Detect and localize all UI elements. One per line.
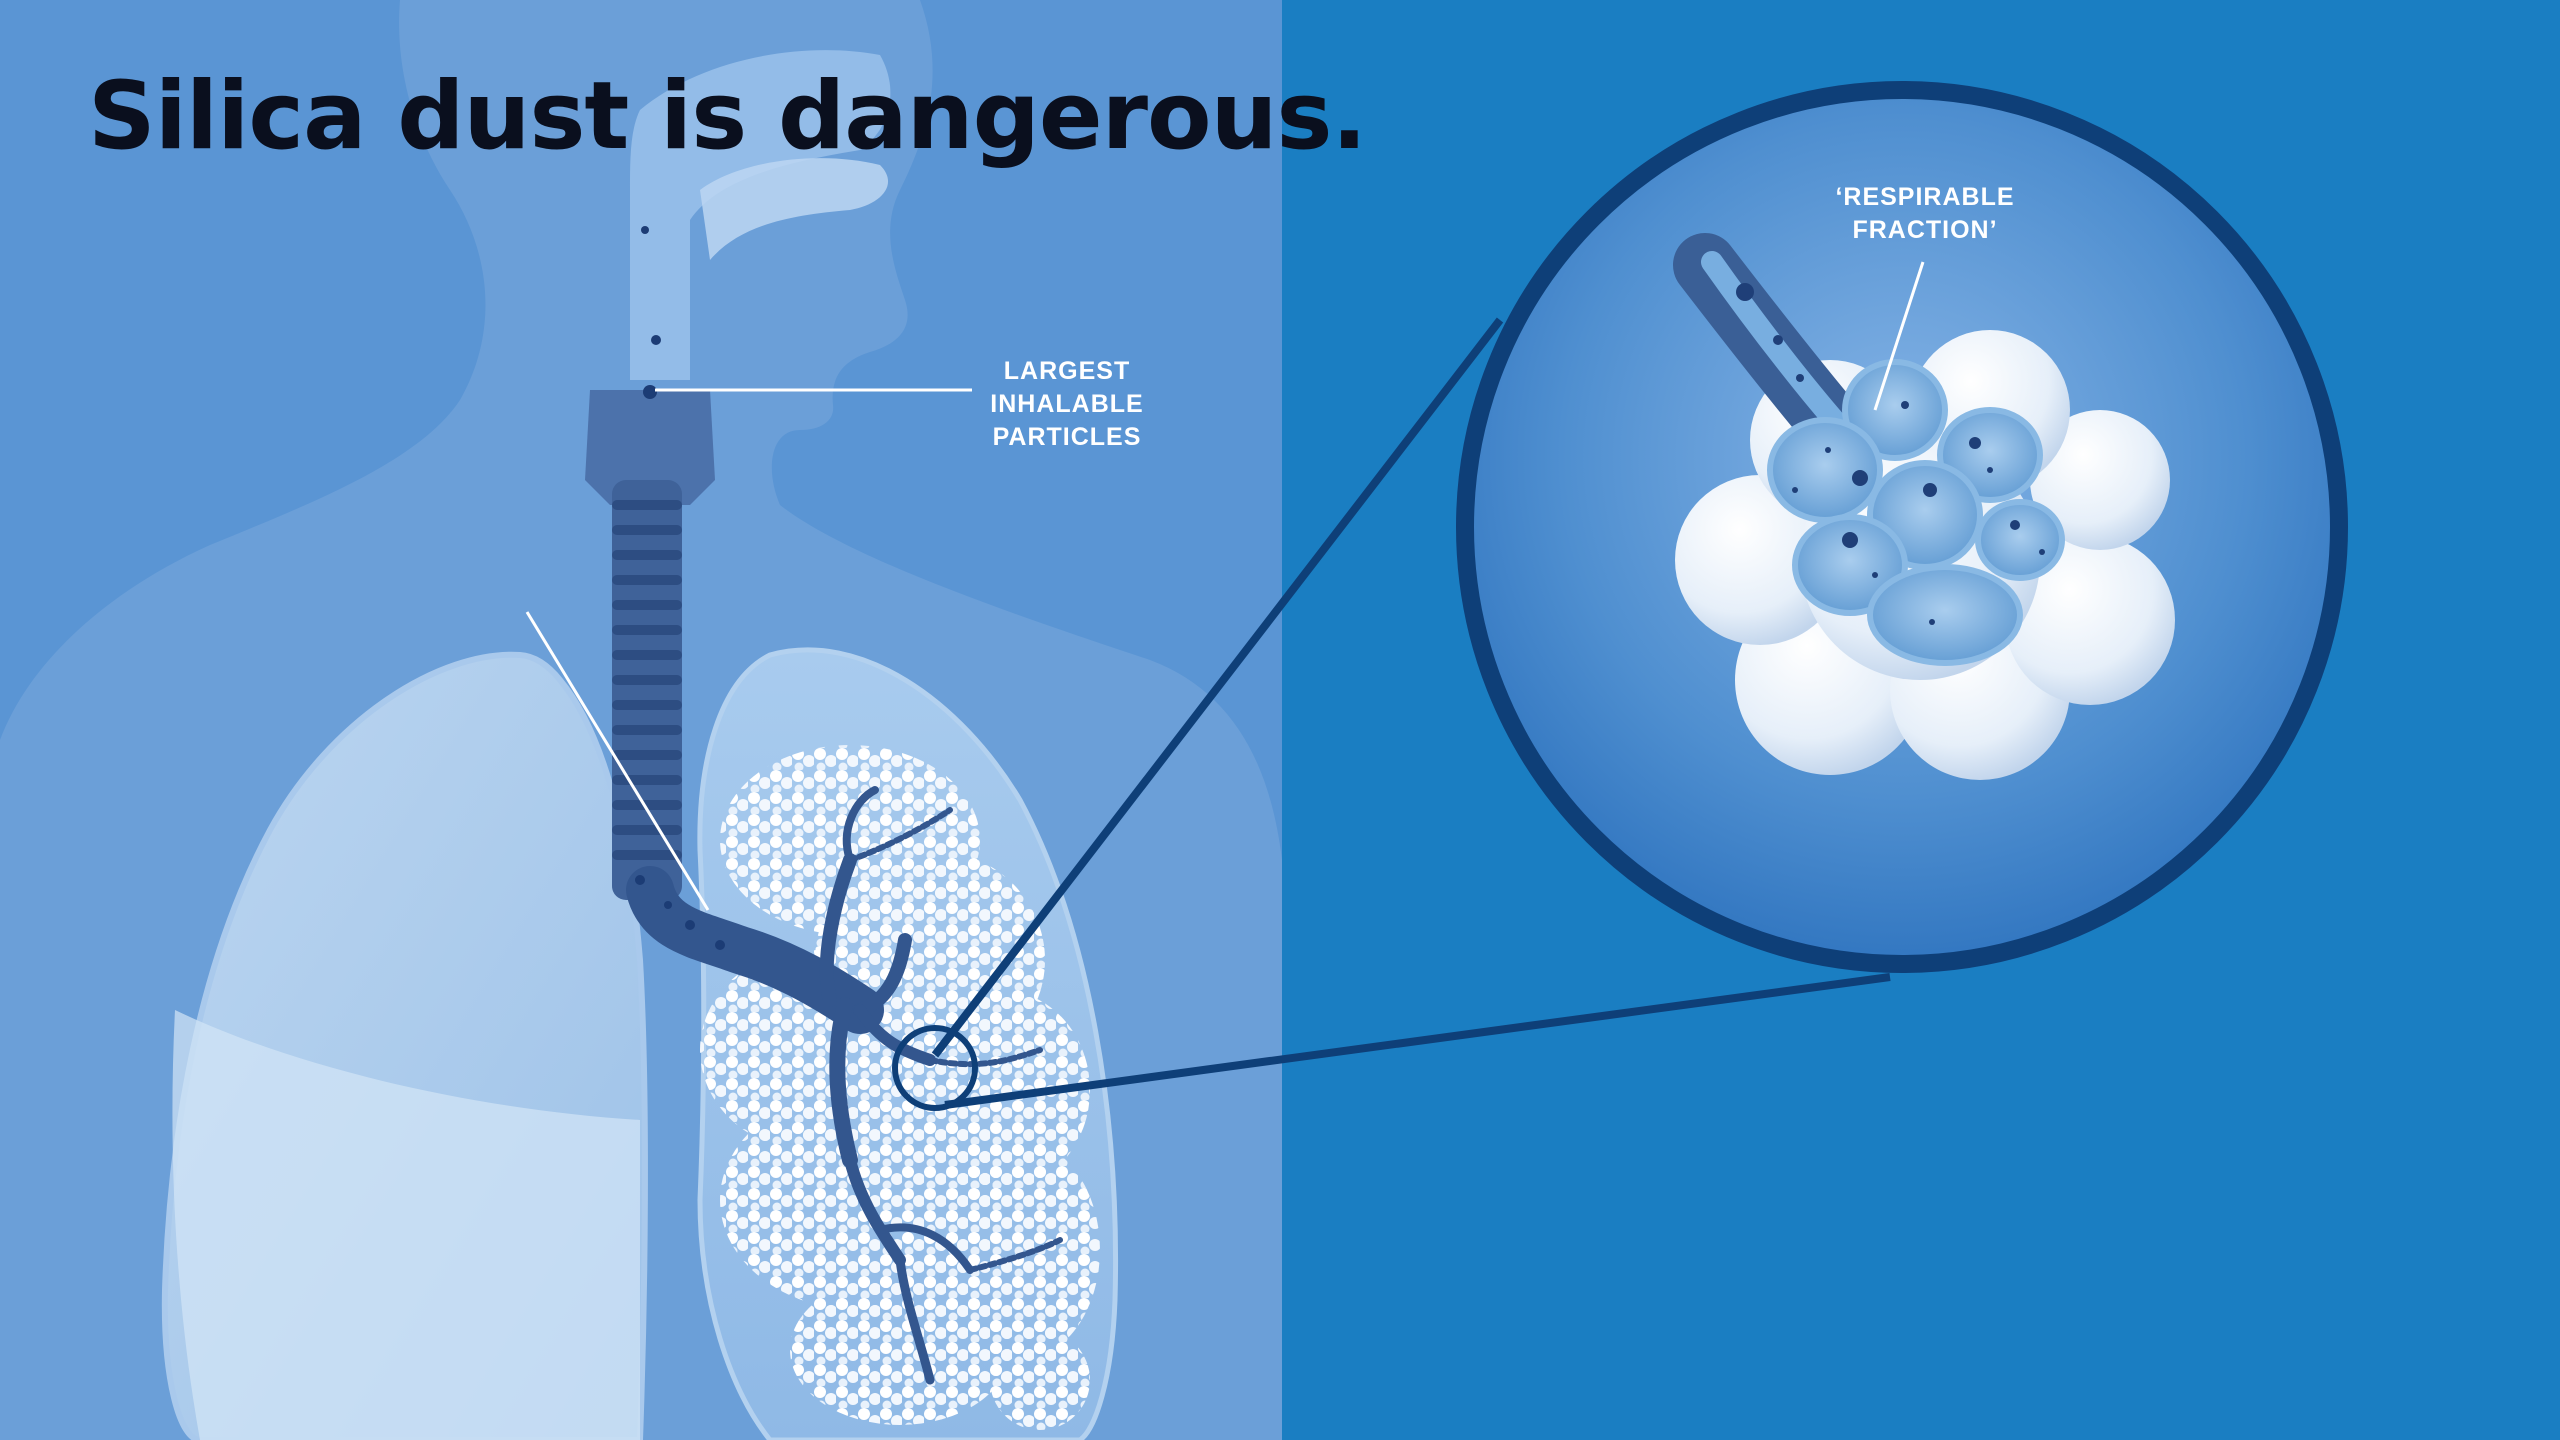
label-line: ‘RESPIRABLE (1820, 181, 2030, 214)
label-line: INHALABLE (972, 388, 1162, 421)
label-line: LARGEST (972, 355, 1162, 388)
label-line: FRACTION’ (1820, 214, 2030, 247)
label-largest-inhalable-particles: LARGEST INHALABLE PARTICLES (972, 355, 1162, 454)
label-line: PARTICLES (972, 421, 1162, 454)
trachea (612, 480, 682, 900)
page-title: Silica dust is dangerous. (88, 62, 1366, 171)
label-respirable-fraction: ‘RESPIRABLE FRACTION’ (1820, 181, 2030, 247)
